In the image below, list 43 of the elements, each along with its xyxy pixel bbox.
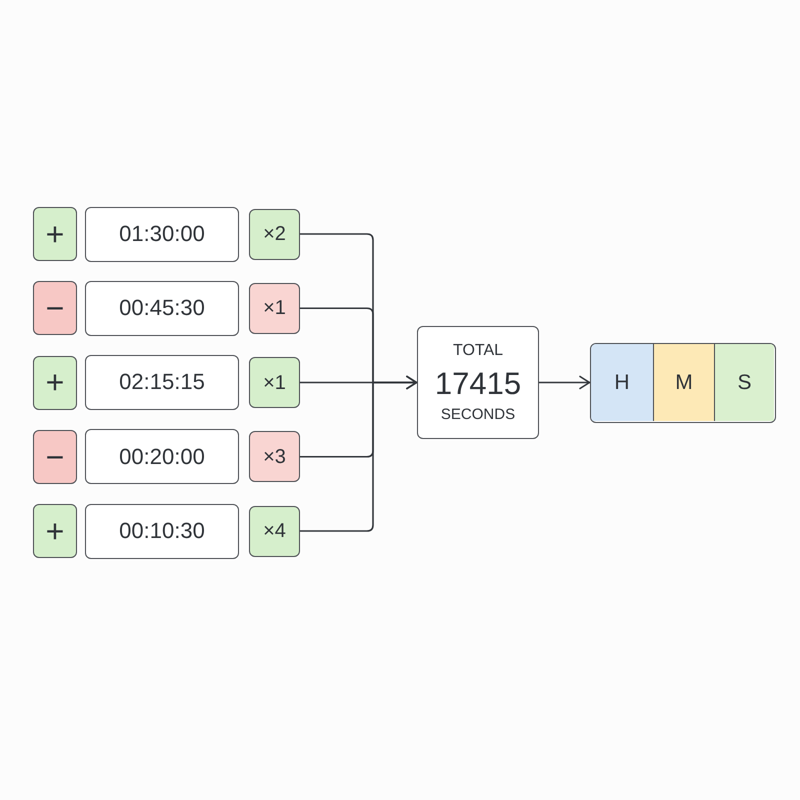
minus-sign: − [46, 438, 64, 476]
multiplier-value: ×1 [263, 370, 286, 394]
multiplier-tile [249, 431, 300, 482]
total-seconds-box [417, 326, 539, 439]
minutes-letter: M [675, 370, 693, 396]
plus-sign: + [46, 512, 64, 550]
sign-tile [33, 207, 77, 261]
seconds-caption: SECONDS [440, 406, 516, 424]
multiplier-tile [249, 208, 300, 260]
sign-tile [33, 504, 77, 558]
multiplier-value: ×3 [263, 444, 286, 469]
multiplier-value: ×1 [263, 296, 286, 320]
time-value-box [85, 206, 239, 262]
time-value-box [85, 504, 239, 558]
connector-arrow [539, 376, 590, 390]
time-value-box [85, 355, 239, 410]
total-caption: TOTAL [452, 341, 504, 360]
multiplier-tile [249, 282, 300, 334]
time-value-box [85, 280, 239, 336]
connector-arrow [300, 376, 418, 532]
time-value: 00:45:30 [119, 295, 205, 322]
time-units-bar [590, 343, 776, 423]
multiplier-tile [249, 506, 300, 556]
time-value: 01:30:00 [119, 220, 205, 248]
minus-sign: − [46, 289, 64, 328]
hours-segment [591, 344, 653, 421]
total-value: 17415 [434, 364, 522, 402]
time-value: 00:10:30 [119, 518, 205, 544]
seconds-letter: S [737, 370, 752, 396]
multiplier-value: ×4 [263, 519, 286, 543]
time-value-box [85, 429, 239, 484]
time-value: 02:15:15 [119, 369, 205, 396]
hours-letter: H [614, 370, 630, 396]
multiplier-tile [249, 357, 300, 408]
minutes-segment [653, 344, 714, 421]
plus-sign: + [46, 363, 64, 402]
multiplier-value: ×2 [263, 222, 286, 246]
plus-sign: + [46, 214, 64, 254]
time-value: 00:20:00 [119, 444, 205, 470]
seconds-segment [714, 344, 774, 421]
sign-tile [33, 356, 77, 410]
sign-tile [33, 281, 77, 336]
sign-tile [33, 430, 77, 484]
